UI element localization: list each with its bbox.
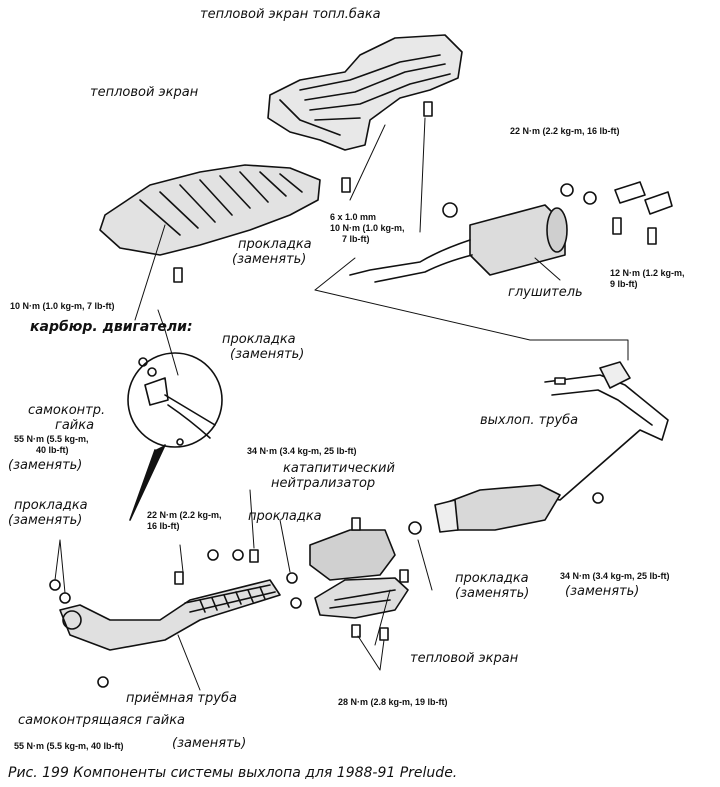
label-torque-55-mid-2: 40 lb-ft) xyxy=(36,445,69,455)
label-torque-10-left: 10 N·m (1.0 kg-m, 7 lb-ft) xyxy=(10,301,115,311)
exhaust-pipe-drawing xyxy=(529,361,669,501)
carb-inset-drawing xyxy=(127,352,223,521)
label-torque-55-mid-1: 55 N·m (5.5 kg-m, xyxy=(14,434,89,444)
label-torque-22-top: 22 N·m (2.2 kg-m, 16 lb-ft) xyxy=(510,126,620,136)
label-heat-shield-top: тепловой экран xyxy=(90,85,199,100)
label-replace-right: (заменять) xyxy=(565,584,640,599)
label-gasket-a1: прокладка xyxy=(238,237,312,252)
label-torque-12-2: 9 lb-ft) xyxy=(610,279,638,289)
label-bolt-spec-2: 10 N·m (1.0 kg-m, xyxy=(330,223,405,233)
figure-caption: Рис. 199 Компоненты системы выхлопа для … xyxy=(8,765,458,781)
label-self-locking-nut: самоконтрящаяся гайка xyxy=(18,713,186,728)
label-gasket-right-1: прокладка xyxy=(455,571,529,586)
label-torque-12-1: 12 N·m (1.2 kg-m, xyxy=(610,268,685,278)
label-exhaust-pipe: выхлоп. труба xyxy=(480,413,579,428)
label-catalytic-1: катапитический xyxy=(283,461,395,476)
bottom-heat-shield-drawing xyxy=(314,577,409,619)
label-carb-engines: карбюр. двигатели: xyxy=(30,319,193,335)
label-gasket-mid: прокладка xyxy=(248,509,322,524)
muffler-drawing xyxy=(349,181,673,283)
label-self-lock-nut-2: гайка xyxy=(55,418,95,433)
label-torque-34-right: 34 N·m (3.4 kg-m, 25 lb-ft) xyxy=(560,571,670,581)
label-gasket-left-1: прокладка xyxy=(14,498,88,513)
label-muffler: глушитель xyxy=(508,285,583,300)
label-torque-22-mid-2: 16 lb-ft) xyxy=(147,521,180,531)
heat-shield-drawing xyxy=(99,164,321,256)
label-tank-heat-shield: тепловой экран топл.бака xyxy=(200,7,381,22)
label-gasket-b1: прокладка xyxy=(222,332,296,347)
label-front-pipe: приёмная труба xyxy=(126,691,237,706)
label-bolt-spec-3: 7 lb-ft) xyxy=(342,234,370,244)
label-gasket-a2: (заменять) xyxy=(232,252,307,267)
label-replace-bottom: (заменять) xyxy=(172,736,247,751)
tank-heat-shield-drawing xyxy=(267,34,463,151)
label-gasket-left-2: (заменять) xyxy=(8,513,83,528)
label-torque-34-mid: 34 N·m (3.4 kg-m, 25 lb-ft) xyxy=(247,446,357,456)
bolts-top xyxy=(173,101,657,283)
label-gasket-b2: (заменять) xyxy=(230,347,305,362)
label-bolt-spec-1: 6 x 1.0 mm xyxy=(330,212,377,222)
label-catalytic-2: нейтрализатор xyxy=(271,476,376,491)
label-heat-shield-bottom: тепловой экран xyxy=(410,651,519,666)
label-replace-mid: (заменять) xyxy=(8,458,83,473)
front-pipe-drawing xyxy=(49,579,281,688)
label-torque-22-mid-1: 22 N·m (2.2 kg-m, xyxy=(147,510,222,520)
label-self-lock-nut-1: самоконтр. xyxy=(28,403,106,418)
label-torque-28: 28 N·m (2.8 kg-m, 19 lb-ft) xyxy=(338,697,448,707)
label-gasket-right-2: (заменять) xyxy=(455,586,530,601)
label-torque-55-bottom: 55 N·m (5.5 kg-m, 40 lb-ft) xyxy=(14,741,124,751)
catalytic-converter-drawing xyxy=(309,484,604,581)
